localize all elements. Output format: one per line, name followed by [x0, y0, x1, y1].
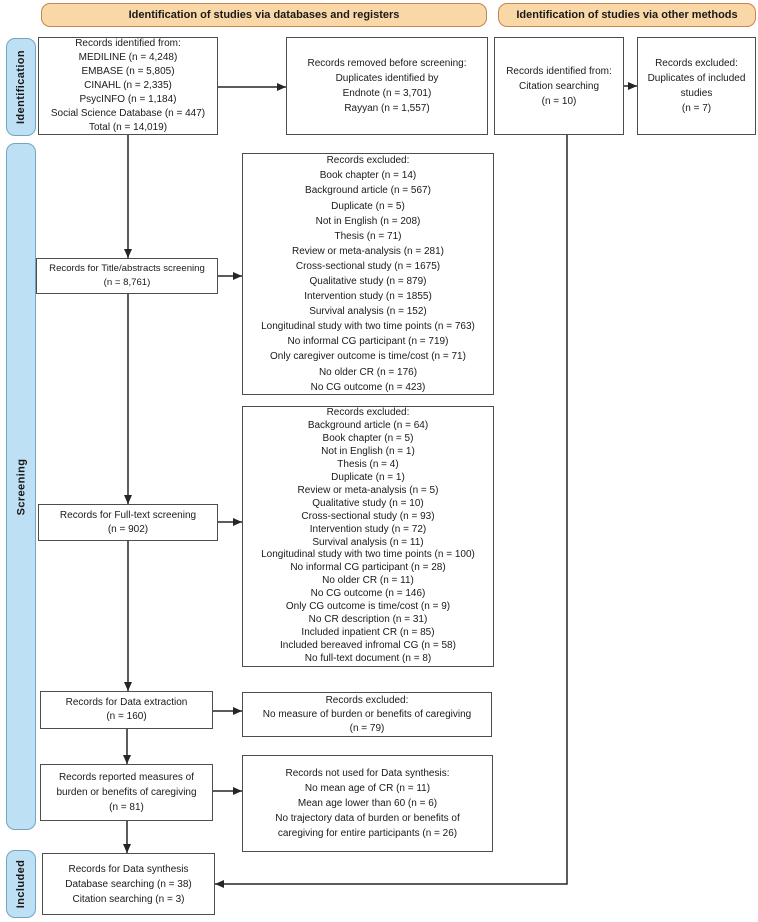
- header-databases-registers: Identification of studies via databases …: [41, 3, 487, 27]
- sidebar-identification-text: Identification: [15, 49, 28, 125]
- sidebar-identification-label: Identification: [6, 38, 36, 136]
- box-excluded-title-abstract: Records excluded: Book chapter (n = 14) …: [242, 153, 494, 395]
- box-removed-before-screening-text: Records removed before screening: Duplic…: [307, 58, 467, 114]
- header-other-methods-text: Identification of studies via other meth…: [516, 9, 738, 21]
- box-citation-searching: Records identified from: Citation search…: [494, 37, 624, 135]
- box-reported-measures: Records reported measures of burden or b…: [40, 764, 213, 821]
- box-excluded-data-extraction: Records excluded: No measure of burden o…: [242, 692, 492, 737]
- sidebar-included-text: Included: [15, 859, 27, 909]
- box-records-identified-text: Records identified from: MEDILINE (n = 4…: [50, 38, 206, 133]
- box-full-text-screening-text: Records for Full-text screening (n = 902…: [59, 509, 197, 535]
- box-data-extraction-text: Records for Data extraction (n = 160): [65, 697, 188, 722]
- box-not-used-synthesis: Records not used for Data synthesis: No …: [242, 755, 493, 852]
- box-data-synthesis: Records for Data synthesis Database sear…: [42, 853, 215, 915]
- box-data-synthesis-text: Records for Data synthesis Database sear…: [65, 863, 192, 905]
- box-not-used-synthesis-text: Records not used for Data synthesis: No …: [275, 768, 460, 839]
- box-excluded-data-extraction-text: Records excluded: No measure of burden o…: [262, 694, 472, 734]
- arrow-citation-to-synthesis: [215, 135, 568, 888]
- sidebar-screening-label: Screening: [6, 143, 36, 830]
- box-excluded-full-text-text: Records excluded: Background article (n …: [261, 406, 475, 665]
- box-title-abstract-screening-text: Records for Title/abstracts screening (n…: [49, 263, 205, 288]
- box-reported-measures-text: Records reported measures of burden or b…: [56, 772, 197, 813]
- box-records-identified: Records identified from: MEDILINE (n = 4…: [38, 37, 218, 135]
- box-duplicates-excluded-text: Records excluded: Duplicates of included…: [647, 58, 746, 114]
- box-citation-searching-text: Records identified from: Citation search…: [506, 65, 612, 107]
- box-removed-before-screening: Records removed before screening: Duplic…: [286, 37, 488, 135]
- box-excluded-full-text: Records excluded: Background article (n …: [242, 406, 494, 667]
- box-excluded-title-abstract-text: Records excluded: Book chapter (n = 14) …: [261, 155, 475, 393]
- sidebar-included-label: Included: [6, 850, 36, 918]
- header-databases-registers-text: Identification of studies via databases …: [128, 9, 400, 21]
- sidebar-screening-text: Screening: [15, 458, 28, 515]
- header-other-methods: Identification of studies via other meth…: [498, 3, 756, 27]
- box-duplicates-excluded: Records excluded: Duplicates of included…: [637, 37, 756, 135]
- box-title-abstract-screening: Records for Title/abstracts screening (n…: [36, 258, 218, 294]
- box-data-extraction: Records for Data extraction (n = 160): [40, 691, 213, 729]
- box-full-text-screening: Records for Full-text screening (n = 902…: [38, 504, 218, 541]
